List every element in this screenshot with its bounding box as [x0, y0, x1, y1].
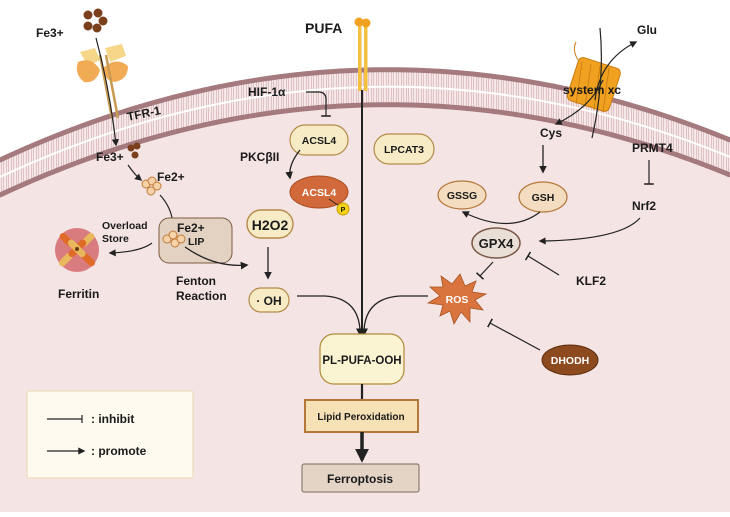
legend-promote-label: : promote — [91, 444, 147, 458]
fenton-label-line2: Reaction — [176, 289, 227, 303]
nrf2-to-gpx4-arrow — [538, 217, 641, 245]
pufa-label: PUFA — [305, 20, 342, 36]
nrf2-label: Nrf2 — [632, 199, 656, 213]
acsl4-label: ACSL4 — [302, 135, 337, 147]
tfr1-receptor-icon — [76, 44, 128, 119]
ros-node — [426, 273, 488, 325]
fe3-outside-label: Fe3+ — [36, 26, 64, 40]
ferroptosis-label: Ferroptosis — [327, 472, 393, 486]
glu-export-arrow — [594, 41, 638, 101]
ferritin-label: Ferritin — [58, 287, 99, 301]
dhodh-label: DHODH — [551, 355, 590, 367]
acsl4-phospho-arrow — [285, 149, 301, 180]
acsl4-node — [289, 124, 349, 156]
system-xc-label: system xc — [563, 83, 621, 97]
dhodh-inhibit-ros — [487, 318, 541, 351]
fe3-import-arrow — [95, 37, 119, 147]
lip-fe2-cluster-icon — [162, 230, 186, 248]
lip-fe2-label: Fe2+ — [177, 221, 205, 235]
oh-node — [248, 287, 290, 313]
gssg-node — [437, 180, 487, 210]
oh-to-plpufa-line — [297, 295, 361, 331]
fe3-inside-cluster-icon — [127, 142, 141, 159]
fe2-cluster-icon — [141, 176, 162, 196]
pufa-lipid-icon — [354, 17, 371, 91]
fe3-to-fe2-arrow — [127, 164, 143, 181]
lip-to-oh-arrow — [184, 246, 249, 270]
oh-label: · OH — [256, 294, 281, 308]
pkc-label: PKCβII — [240, 150, 279, 164]
klf2-label: KLF2 — [576, 274, 606, 288]
gsh-label: GSH — [532, 192, 555, 204]
lip-box — [158, 217, 233, 264]
phospho-label: P — [341, 207, 346, 214]
fenton-label-line1: Fenton — [176, 274, 216, 288]
gpx4-inhibit-ros — [475, 261, 494, 280]
gpx4-label: GPX4 — [479, 236, 514, 251]
cys-import-arrow — [554, 79, 604, 125]
glu-label: Glu — [637, 23, 657, 37]
tfr1-label: TFR-1 — [126, 103, 162, 124]
acsl4-phosphorylated-node — [289, 175, 349, 209]
hif-inhibit-acsl4 — [306, 91, 331, 117]
phospho-icon — [336, 202, 350, 216]
lipid-peroxidation-node — [304, 399, 419, 433]
fe3-inside-label: Fe3+ — [96, 150, 124, 164]
ferritin-icon — [55, 228, 99, 272]
cys-import-line — [591, 27, 602, 139]
gsh-to-gssg-arrow — [461, 211, 541, 225]
legend: : inhibit : promote — [26, 390, 194, 479]
lip-to-ferritin-arrow — [108, 242, 153, 257]
h2o2-label: H2O2 — [252, 217, 289, 233]
fe3-outside-cluster-icon — [83, 8, 108, 33]
gssg-label: GSSG — [447, 190, 477, 202]
gpx4-node — [471, 227, 521, 259]
lpcat3-label: LPCAT3 — [384, 144, 424, 156]
lpcat3-node — [373, 133, 435, 165]
prmt4-label: PRMT4 — [632, 141, 673, 155]
overload-label: Overload — [102, 220, 148, 232]
h2o2-node — [246, 209, 294, 239]
legend-inhibit-label: : inhibit — [91, 412, 134, 426]
klf2-inhibit-gpx4 — [524, 251, 560, 276]
gsh-node — [518, 181, 568, 213]
lipid-peroxidation-label: Lipid Peroxidation — [317, 412, 404, 423]
acsl4-p-label: ACSL4 — [302, 187, 337, 199]
store-label: Store — [102, 233, 129, 245]
cys-label: Cys — [540, 126, 562, 140]
dhodh-node — [541, 344, 599, 376]
ros-to-plpufa-line — [363, 295, 428, 331]
hif-label: HIF-1α — [248, 85, 286, 99]
pl-pufa-ooh-label: PL-PUFA-OOH — [322, 355, 401, 367]
ferroptosis-node — [301, 463, 420, 493]
lip-label: LIP — [188, 236, 204, 248]
fe2-label: Fe2+ — [157, 170, 185, 184]
ros-label: ROS — [446, 294, 469, 306]
